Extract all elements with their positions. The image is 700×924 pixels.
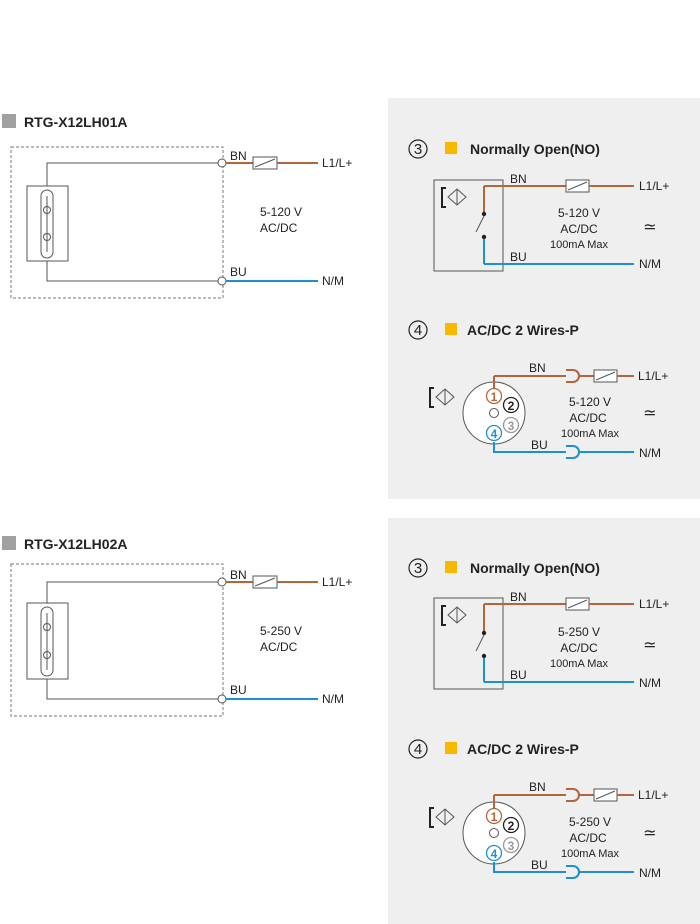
sensor-bracket-icon <box>441 187 446 208</box>
l1-label: L1/L+ <box>638 369 668 383</box>
max-current-label: 100mA Max <box>550 658 609 670</box>
sensor-schematic: BN BU L1/L+ N/M 5-250 V AC/DC <box>10 563 352 717</box>
voltage-label: 5-120 V <box>569 395 611 409</box>
pin-2-label: 2 <box>508 819 515 833</box>
approx-symbol: ≃ <box>643 217 656 236</box>
approx-symbol: ≃ <box>643 403 656 422</box>
voltage-label: 5-250 V <box>569 815 611 829</box>
bn-label: BN <box>529 361 546 375</box>
switch-contact <box>475 215 485 233</box>
nm-label: N/M <box>639 257 661 271</box>
voltage-label: 5-120 V <box>260 205 302 219</box>
accent-square-icon <box>445 142 457 154</box>
model-title: RTG-X12LH02A <box>24 536 127 552</box>
two-wire-title: AC/DC 2 Wires-P <box>467 741 579 757</box>
proximity-sensor-icon <box>435 808 455 826</box>
pin-1-label: 1 <box>491 390 498 404</box>
approx-symbol: ≃ <box>643 823 656 842</box>
proximity-sensor-icon <box>447 606 467 624</box>
sensor-bracket-icon <box>441 605 446 626</box>
pin-3-label: 3 <box>508 419 515 433</box>
bu-label: BU <box>230 683 247 697</box>
pin-4-label: 4 <box>491 427 498 441</box>
model-square-icon <box>2 114 16 128</box>
l1-label: L1/L+ <box>639 179 669 193</box>
proximity-sensor-icon <box>447 188 467 206</box>
current-type-label: AC/DC <box>569 831 607 845</box>
two-wire-diagram: 4 AC/DC 2 Wires-P 1 2 3 4 BN <box>408 320 668 460</box>
max-current-label: 100mA Max <box>550 239 609 251</box>
l1-label: L1/L+ <box>322 156 352 170</box>
l1-label: L1/L+ <box>322 575 352 589</box>
model-title: RTG-X12LH01A <box>24 114 127 130</box>
bn-label: BN <box>230 568 247 582</box>
pin-2-label: 2 <box>508 399 515 413</box>
bn-label: BN <box>510 172 527 186</box>
sensor-bracket-icon <box>429 387 434 408</box>
accent-square-icon <box>445 561 457 573</box>
accent-square-icon <box>445 323 457 335</box>
current-type-label: AC/DC <box>560 222 598 236</box>
accent-square-icon <box>445 742 457 754</box>
nm-label: N/M <box>639 866 661 880</box>
voltage-label: 5-250 V <box>260 624 302 638</box>
bu-label: BU <box>510 250 527 264</box>
pin-3-label: 3 <box>508 839 515 853</box>
current-type-label: AC/DC <box>569 411 607 425</box>
nm-label: N/M <box>639 446 661 460</box>
number-3-label: 3 <box>414 560 422 577</box>
wiring-panel <box>388 98 700 499</box>
nm-label: N/M <box>639 676 661 690</box>
number-3-label: 3 <box>414 141 422 158</box>
voltage-label: 5-120 V <box>558 206 600 220</box>
normally-open-title: Normally Open(NO) <box>470 560 600 576</box>
number-4-icon <box>408 739 428 759</box>
switch-contact <box>475 634 485 652</box>
sensor-bracket-icon <box>429 807 434 828</box>
two-wire-diagram: 4 AC/DC 2 Wires-P 1 2 3 4 BN <box>408 739 668 880</box>
bu-label: BU <box>531 438 548 452</box>
number-4-icon <box>408 320 428 340</box>
proximity-sensor-icon <box>435 388 455 406</box>
bn-label: BN <box>510 590 527 604</box>
bu-label: BU <box>230 265 247 279</box>
section-1: RTG-X12LH01A BN BU L1/L+ N/M 5-120 V AC/… <box>2 98 700 499</box>
bu-label: BU <box>510 668 527 682</box>
pin-4-label: 4 <box>491 847 498 861</box>
bn-label: BN <box>230 149 247 163</box>
wiring-panel <box>388 518 700 924</box>
pin-1-label: 1 <box>491 810 498 824</box>
number-3-icon <box>408 139 428 159</box>
max-current-label: 100mA Max <box>561 428 620 440</box>
nm-label: N/M <box>322 274 344 288</box>
normally-open-diagram: 3 Normally Open(NO) BN BU L1/L+ N/M 5-25… <box>408 558 669 690</box>
bu-label: BU <box>531 858 548 872</box>
nm-label: N/M <box>322 692 344 706</box>
number-4-label: 4 <box>414 741 422 758</box>
two-wire-title: AC/DC 2 Wires-P <box>467 322 579 338</box>
current-type-label: AC/DC <box>260 640 298 654</box>
section-2: RTG-X12LH02A BN BU L1/L+ N/M 5-250 V AC/… <box>2 518 700 924</box>
l1-label: L1/L+ <box>639 597 669 611</box>
voltage-label: 5-250 V <box>558 625 600 639</box>
number-3-icon <box>408 558 428 578</box>
approx-symbol: ≃ <box>643 635 656 654</box>
l1-label: L1/L+ <box>638 788 668 802</box>
normally-open-title: Normally Open(NO) <box>470 141 600 157</box>
normally-open-diagram: 3 Normally Open(NO) BN BU L1/L+ N/M 5-12… <box>408 139 669 272</box>
max-current-label: 100mA Max <box>561 848 620 860</box>
current-type-label: AC/DC <box>560 641 598 655</box>
number-4-label: 4 <box>414 322 422 339</box>
sensor-schematic: BN BU L1/L+ N/M 5-120 V AC/DC <box>10 146 352 299</box>
model-square-icon <box>2 536 16 550</box>
bn-label: BN <box>529 780 546 794</box>
current-type-label: AC/DC <box>260 221 298 235</box>
